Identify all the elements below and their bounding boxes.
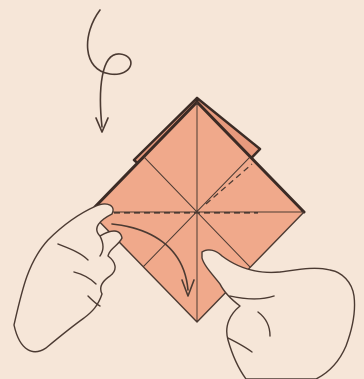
origami-diagram [0,0,364,379]
illustration [0,0,364,379]
